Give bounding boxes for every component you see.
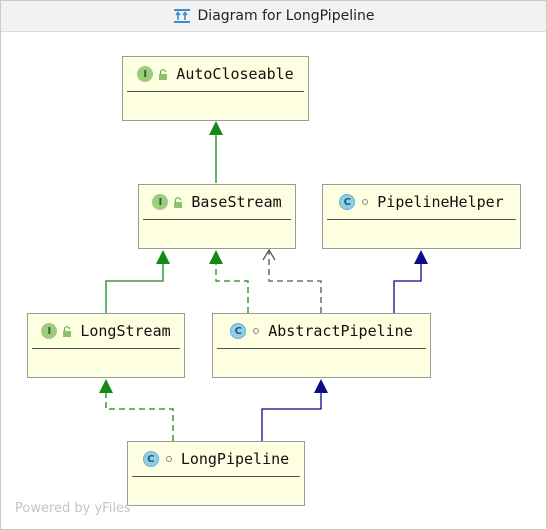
node-pipelinehelper[interactable]: C PipelineHelper <box>322 184 521 249</box>
edge-abstractpipeline-basestream-dependency <box>262 248 322 313</box>
package-private-icon <box>362 199 369 205</box>
node-separator <box>143 219 291 220</box>
node-title: AutoCloseable <box>176 65 294 83</box>
node-title: LongStream <box>80 322 171 340</box>
edge-abstractpipeline-pipelinehelper <box>393 250 428 313</box>
node-separator <box>32 348 180 349</box>
node-autocloseable[interactable]: I AutoCloseable <box>122 56 309 121</box>
node-basestream[interactable]: I BaseStream <box>138 184 296 249</box>
title-bar: Diagram for LongPipeline <box>1 1 546 32</box>
edge-longpipeline-abstractpipeline <box>261 379 328 441</box>
interface-icon: I <box>41 323 58 339</box>
node-title: LongPipeline <box>180 450 290 468</box>
lock-icon <box>158 65 168 84</box>
lock-icon <box>62 322 72 341</box>
edge-abstractpipeline-basestream-implements <box>209 250 249 313</box>
class-icon: C <box>142 451 159 467</box>
class-icon: C <box>230 323 247 339</box>
interface-icon: I <box>152 194 169 210</box>
node-separator <box>132 476 300 477</box>
package-private-icon <box>165 456 172 462</box>
node-abstractpipeline[interactable]: C AbstractPipeline <box>212 313 431 378</box>
edge-longpipeline-longstream <box>99 379 174 441</box>
powered-by-label: Powered by yFiles <box>15 501 131 516</box>
package-private-icon <box>253 328 260 334</box>
node-separator <box>327 219 516 220</box>
edge-longstream-basestream <box>105 250 170 313</box>
node-title: AbstractPipeline <box>268 322 413 340</box>
node-separator <box>217 348 426 349</box>
diagram-icon <box>173 7 191 25</box>
interface-icon: I <box>137 66 154 82</box>
window-title: Diagram for LongPipeline <box>197 8 375 24</box>
node-title: BaseStream <box>191 193 282 211</box>
lock-icon <box>173 193 183 212</box>
node-title: PipelineHelper <box>377 193 504 211</box>
node-longpipeline[interactable]: C LongPipeline <box>127 441 305 506</box>
class-icon: C <box>339 194 356 210</box>
node-separator <box>127 91 304 92</box>
edge-basestream-autocloseable <box>209 121 223 183</box>
node-longstream[interactable]: I LongStream <box>27 313 185 378</box>
